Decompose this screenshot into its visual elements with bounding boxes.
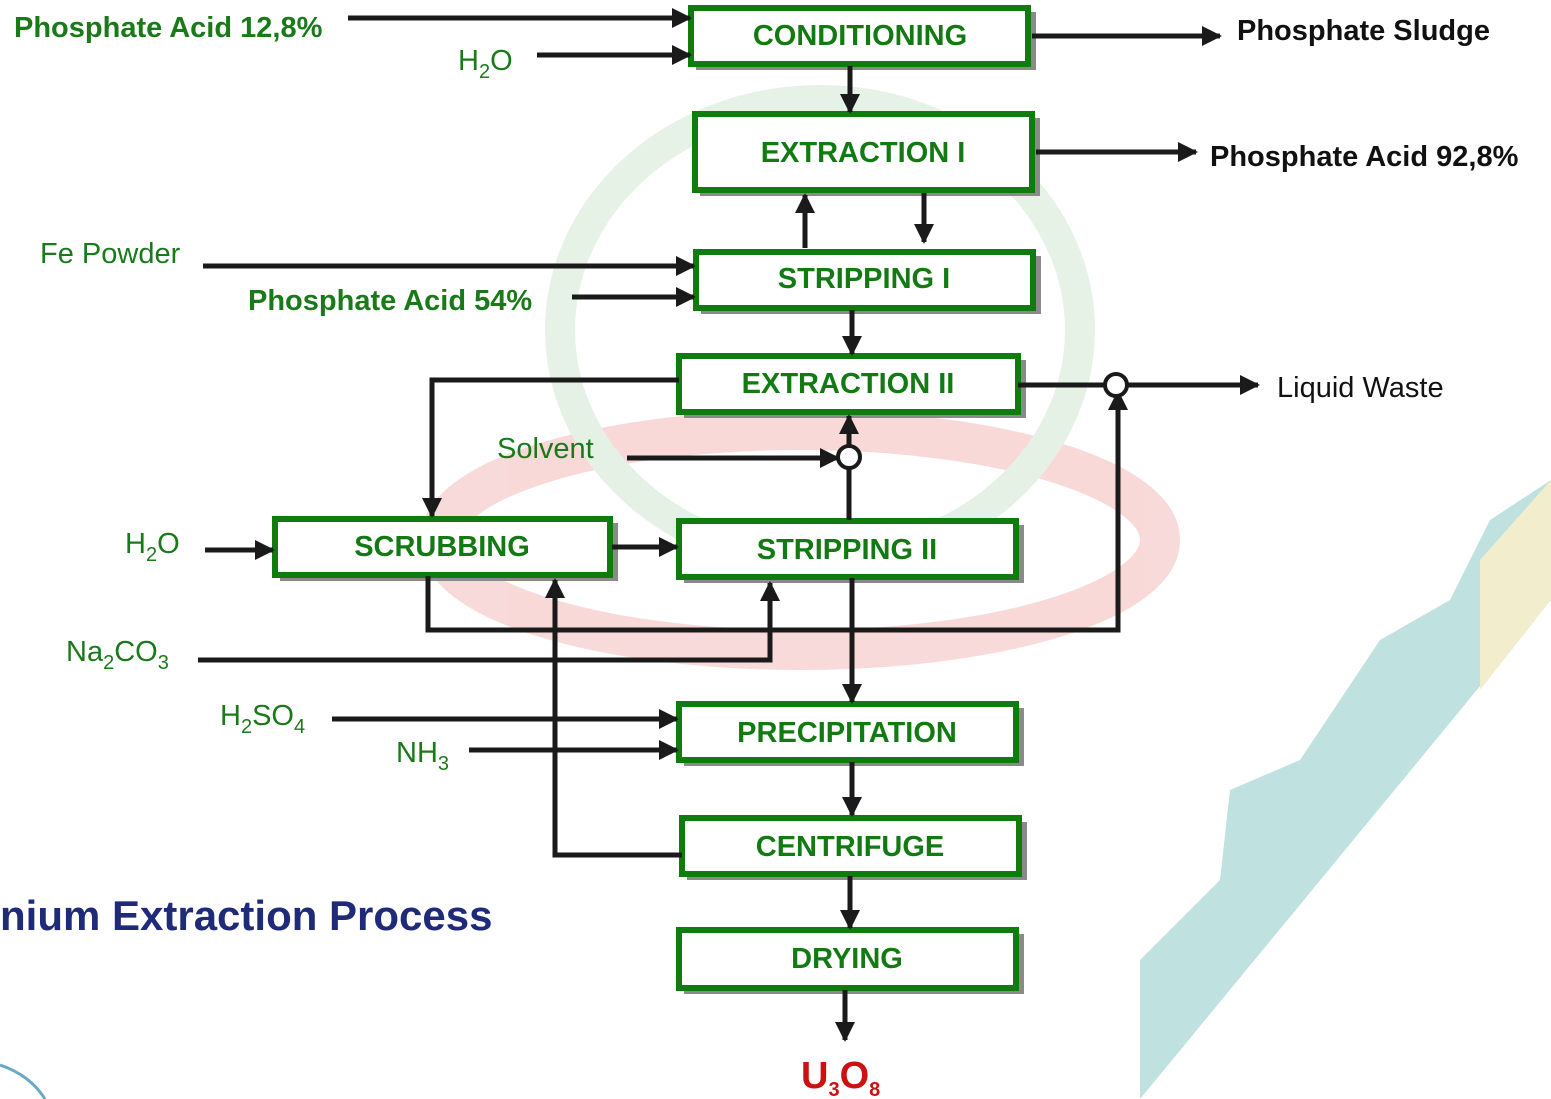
phosphate-acid-54-label: Phosphate Acid 54% xyxy=(248,285,532,317)
stripping-1-label: STRIPPING I xyxy=(778,263,950,295)
stripping-1-box: STRIPPING I xyxy=(693,249,1041,314)
drying-label: DRYING xyxy=(791,943,903,975)
nh3-label: NH3 xyxy=(396,737,449,775)
stripping-2-box: STRIPPING II xyxy=(676,518,1024,583)
page-title: nium Extraction Process xyxy=(0,892,493,939)
centrifuge-box: CENTRIFUGE xyxy=(679,815,1027,880)
phosphate-acid-12-label: Phosphate Acid 12,8% xyxy=(14,12,323,44)
h2so4-label: H2SO4 xyxy=(220,700,305,738)
arrow-extraction2-scrubbing xyxy=(422,377,679,518)
phosphate-acid-92-label: Phosphate Acid 92,8% xyxy=(1210,141,1519,173)
liquid-waste-label: Liquid Waste xyxy=(1277,372,1444,404)
flow-arrows xyxy=(198,8,1260,1042)
precipitation-label: PRECIPITATION xyxy=(737,717,957,749)
precipitation-box: PRECIPITATION xyxy=(676,701,1024,766)
fe-powder-label: Fe Powder xyxy=(40,238,181,270)
extraction-2-label: EXTRACTION II xyxy=(742,368,955,400)
stripping-2-label: STRIPPING II xyxy=(757,534,937,566)
na2co3-label: Na2CO3 xyxy=(66,636,169,674)
phosphate-sludge-label: Phosphate Sludge xyxy=(1237,15,1490,47)
drying-box: DRYING xyxy=(676,927,1024,994)
feather-decoration xyxy=(1140,480,1551,1099)
conditioning-box: CONDITIONING xyxy=(688,5,1036,70)
corner-swoosh xyxy=(0,1063,47,1099)
conditioning-label: CONDITIONING xyxy=(753,20,967,52)
product-u3o8-label: U3O8 xyxy=(801,1055,880,1099)
centrifuge-label: CENTRIFUGE xyxy=(756,831,945,863)
arrow-na2co3 xyxy=(198,581,780,663)
h2o-scrub-label: H2O xyxy=(125,528,180,566)
liquid-waste-junction-node xyxy=(1103,372,1129,398)
arrow-scrubbing-liquid-waste xyxy=(425,390,1128,633)
h2o-top-label: H2O xyxy=(458,45,513,83)
extraction-1-box: EXTRACTION I xyxy=(692,111,1040,196)
scrubbing-box: SCRUBBING xyxy=(272,516,618,581)
solvent-mixer-node xyxy=(836,444,862,470)
extraction-2-box: EXTRACTION II xyxy=(676,353,1026,418)
scrubbing-label: SCRUBBING xyxy=(354,531,530,563)
solvent-label: Solvent xyxy=(497,433,594,465)
extraction-1-label: EXTRACTION I xyxy=(761,137,966,169)
arrow-centrifuge-scrubbing xyxy=(545,578,682,858)
